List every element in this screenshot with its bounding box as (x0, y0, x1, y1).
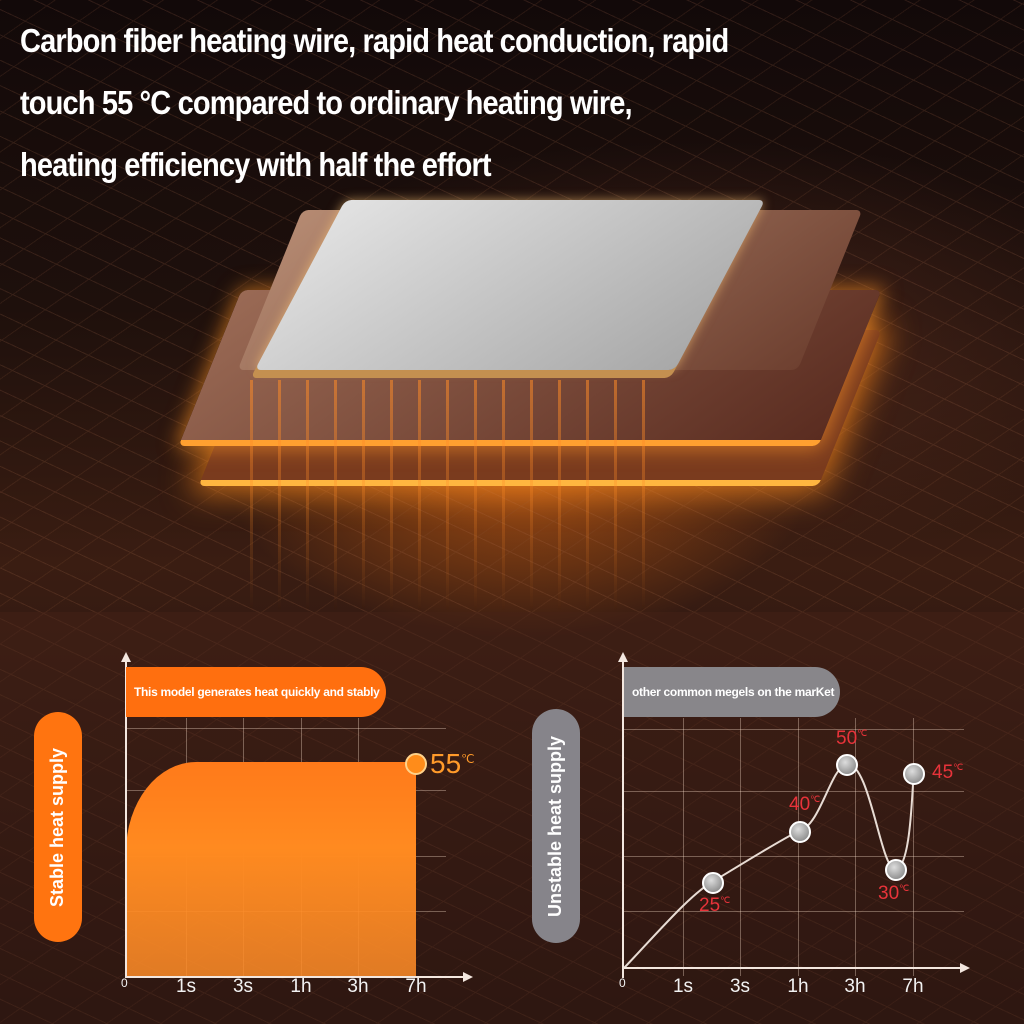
point-unit: ℃ (810, 794, 821, 804)
grid-line (624, 911, 964, 912)
grid-line (855, 718, 856, 976)
point-unit: ℃ (899, 883, 910, 893)
y-axis-arrow (121, 652, 131, 662)
origin-label: 0 (121, 976, 128, 990)
y-axis (125, 660, 127, 978)
headline-line-1: Carbon fiber heating wire, rapid heat co… (20, 22, 729, 59)
grid-line (798, 718, 799, 976)
point-label-30: 30℃ (878, 883, 909, 905)
grid-line (683, 718, 684, 976)
point-label-50: 50℃ (836, 728, 867, 750)
x-tick: 3h (347, 976, 369, 997)
grid-line (624, 729, 964, 730)
data-point-marker (885, 859, 907, 881)
point-value: 30 (878, 883, 900, 904)
heat-glow-rays (250, 380, 670, 610)
point-value: 50 (836, 728, 858, 749)
x-axis (125, 976, 465, 978)
x-tick: 1h (787, 976, 809, 997)
stable-heat-supply-pill: Stable heat supply (34, 712, 82, 942)
data-point-marker (789, 821, 811, 843)
right-banner-text: other common megels on the marKet (632, 685, 835, 699)
x-tick: 3s (232, 976, 254, 997)
end-unit: ℃ (461, 752, 475, 766)
point-label-25: 25℃ (699, 895, 730, 917)
x-axis-arrow (960, 963, 970, 973)
point-unit: ℃ (720, 895, 731, 905)
point-label-40: 40℃ (789, 794, 820, 816)
x-tick: 1s (672, 976, 694, 997)
end-point-marker (405, 753, 427, 775)
x-tick: 3s (729, 976, 751, 997)
x-tick: 7h (405, 976, 427, 997)
point-value: 25 (699, 895, 721, 916)
data-point-marker (836, 754, 858, 776)
grid-line (913, 718, 914, 976)
point-unit: ℃ (857, 728, 868, 738)
point-value: 40 (789, 794, 811, 815)
data-point-marker (702, 872, 724, 894)
end-value: 55 (430, 748, 462, 779)
stable-heat-area (126, 762, 416, 976)
headline-line-2: touch 55 °C compared to ordinary heating… (20, 84, 633, 121)
x-tick: 1s (175, 976, 197, 997)
x-tick: 7h (902, 976, 924, 997)
data-point-marker (903, 763, 925, 785)
grid-line (126, 728, 446, 729)
x-axis (622, 967, 962, 969)
x-tick: 1h (290, 976, 312, 997)
y-axis (622, 660, 624, 978)
point-unit: ℃ (953, 762, 964, 772)
x-tick: 3h (844, 976, 866, 997)
end-value-label: 55℃ (430, 748, 475, 780)
left-banner-text: This model generates heat quickly and st… (134, 685, 380, 699)
origin-label: 0 (619, 976, 626, 990)
point-value: 45 (932, 762, 954, 783)
x-axis-arrow (463, 972, 473, 982)
y-axis-arrow (618, 652, 628, 662)
point-label-45: 45℃ (932, 762, 963, 784)
left-chart-banner: This model generates heat quickly and st… (126, 667, 386, 717)
unstable-heat-supply-pill: Unstable heat supply (532, 709, 580, 943)
grid-line (624, 791, 964, 792)
grid-line (740, 718, 741, 976)
headline-line-3: heating efficiency with half the effort (20, 146, 492, 183)
grid-line (624, 856, 964, 857)
headline: Carbon fiber heating wire, rapid heat co… (20, 10, 865, 196)
right-chart-banner: other common megels on the marKet (624, 667, 840, 717)
